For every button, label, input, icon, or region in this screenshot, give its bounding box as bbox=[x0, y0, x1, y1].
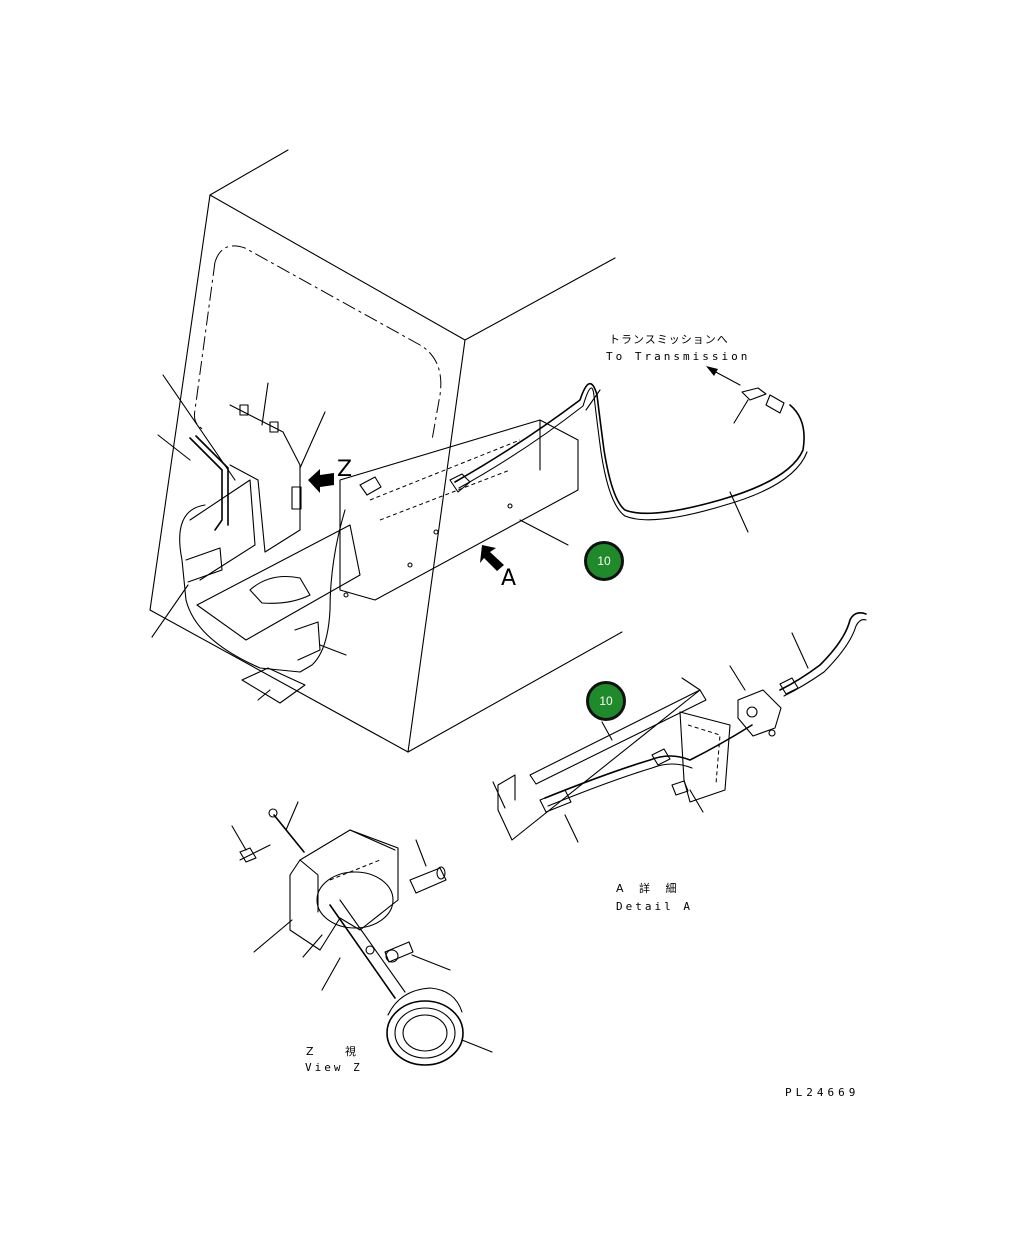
detail-a-title-en: Detail A bbox=[616, 900, 693, 913]
view-z-drawing bbox=[231, 801, 493, 1066]
view-z-arrow-label: Z bbox=[337, 457, 353, 482]
to-transmission-label-jp: トランスミッションへ bbox=[609, 333, 729, 346]
floor-plate bbox=[185, 404, 361, 641]
callout-badge-10-upper[interactable]: 10 bbox=[584, 541, 624, 581]
view-arrows bbox=[308, 469, 569, 571]
detail-a-drawing bbox=[492, 612, 867, 843]
detail-a-title-jp: A 詳 細 bbox=[616, 882, 683, 895]
cab-body bbox=[149, 149, 623, 753]
callout-badge-10-lower[interactable]: 10 bbox=[586, 681, 626, 721]
drawing-number: PL24669 bbox=[785, 1086, 860, 1099]
cab-tubing bbox=[179, 435, 346, 704]
housing-box bbox=[339, 419, 579, 601]
view-z-title-en: View Z bbox=[305, 1061, 363, 1074]
to-transmission-label-en: To Transmission bbox=[606, 350, 751, 363]
transmission-cable bbox=[454, 366, 808, 533]
view-z-title-jp: Z 視 bbox=[306, 1045, 371, 1058]
leader-lines-cab bbox=[151, 374, 347, 701]
detail-a-arrow-label: A bbox=[501, 566, 517, 591]
